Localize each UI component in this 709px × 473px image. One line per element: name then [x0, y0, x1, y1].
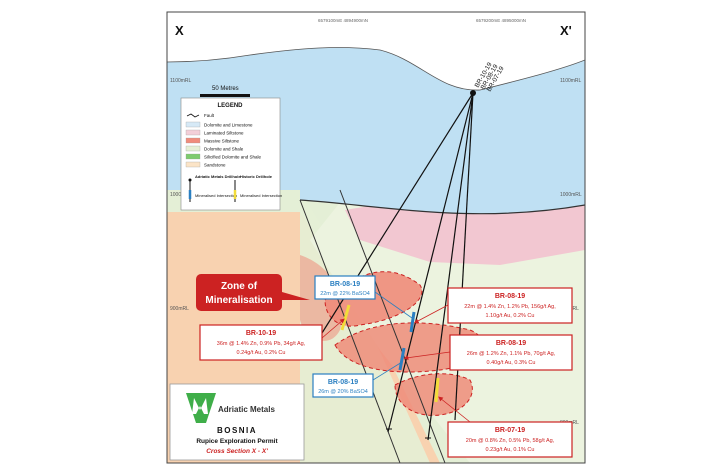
callout-red-line2: 0.23g/t Au, 0.1% Cu — [486, 447, 535, 453]
elevation-label-right: 1100mRL — [560, 78, 582, 84]
intersection-blue-2 — [398, 347, 406, 371]
intersection-blue-1 — [409, 311, 416, 333]
callout-red-hole: BR-08-19 — [496, 340, 526, 347]
legend-box — [180, 97, 281, 211]
callout-blue-hole: BR-08-19 — [330, 281, 360, 288]
legend-unit-label: Massive Siltstone — [204, 139, 240, 144]
callout-red-2: BR-10-19 36m @ 1.4% Zn, 0.9% Pb, 34g/t A… — [199, 318, 345, 361]
mineral-outline-1 — [324, 271, 423, 327]
legend-swatch — [185, 137, 201, 144]
fault-symbol — [186, 113, 200, 118]
callout-blue-box — [314, 275, 376, 300]
adriatic-drillhole-title: Adriatic Metals Drillhole — [195, 174, 241, 179]
fault-line-1 — [339, 189, 446, 463]
callout-red-line1: 20m @ 0.8% Zn, 0.5% Pb, 58g/t Ag, — [466, 438, 555, 444]
adriatic-collar-symbol — [188, 178, 192, 182]
map-frame — [166, 11, 586, 464]
callout-red-box — [449, 334, 573, 371]
drillhole-br-08-19 — [427, 92, 474, 441]
mineral-outline-3 — [394, 373, 473, 416]
sky-top — [167, 12, 585, 91]
legend-unit-label: Laminated Siltstone — [204, 131, 244, 136]
zone-label-line2: Mineralisation — [205, 295, 272, 306]
elevation-label-left: 900mRL — [170, 306, 189, 312]
callout-red-line2: 0.24g/t Au, 0.2% Cu — [237, 350, 286, 356]
title-block: Adriatic Metals BOSNIA Rupice Exploratio… — [169, 383, 305, 461]
intersection-yellow-1 — [340, 304, 351, 331]
mineral-outline-2 — [334, 322, 483, 373]
legend: LEGEND Fault Dolomite and LimestoneLamin… — [180, 97, 282, 211]
callout-red-3: BR-08-19 26m @ 1.2% Zn, 1.1% Pb, 70g/t A… — [403, 334, 573, 371]
callout-red-1: BR-08-19 22m @ 1.4% Zn, 1.2% Pb, 156g/t … — [413, 287, 573, 324]
legend-title: LEGEND — [217, 103, 243, 109]
zone-of-mineralisation-callout: Zone of Mineralisation — [196, 274, 310, 311]
callout-red-leader — [413, 304, 449, 324]
section-start-label: X — [175, 23, 184, 38]
legend-unit-label: Dolomite and Shale — [204, 147, 244, 152]
scale-label: 50 Metres — [212, 86, 239, 92]
title-block-box — [169, 383, 305, 461]
callout-red-line1: 22m @ 1.4% Zn, 1.2% Pb, 156g/t Ag, — [464, 304, 556, 310]
callout-red-leader — [438, 396, 471, 423]
callout-red-leader — [321, 318, 345, 339]
legend-swatch — [185, 153, 201, 160]
zone-label-line1: Zone of — [221, 281, 258, 292]
callout-red-box — [447, 287, 573, 324]
legend-swatch — [185, 145, 201, 152]
dolomite-contact-line — [299, 199, 585, 215]
legend-unit-label: Dolomite and Limestone — [204, 123, 253, 128]
drill-collar — [470, 90, 476, 96]
drillhole-br-10-19 — [387, 92, 474, 433]
callout-red-hole: BR-10-19 — [246, 330, 276, 337]
legend-swatch — [185, 161, 201, 168]
elevation-label-left: 1100mRL — [170, 78, 192, 84]
coordinate-label: 6579200mE 4895000mN — [476, 18, 526, 23]
section-title: Cross Section X - X' — [206, 448, 268, 455]
legend-fault-label: Fault — [204, 113, 215, 118]
callout-red-4: BR-07-19 20m @ 0.8% Zn, 0.5% Pb, 58g/t A… — [438, 396, 573, 458]
callout-blue-box — [312, 373, 374, 398]
section-end-label: X' — [560, 23, 572, 38]
callout-blue-text: 22m @ 22% BaSO4 — [320, 291, 370, 297]
permit-label: Rupice Exploration Permit — [196, 438, 278, 445]
elevation-label-right: 1000mRL — [560, 192, 582, 198]
fault-line-2 — [299, 199, 401, 463]
zone-label-box — [196, 274, 282, 311]
scale-bar — [200, 94, 250, 97]
callout-red-line1: 36m @ 1.4% Zn, 0.9% Pb, 34g/t Ag, — [217, 341, 306, 347]
callout-blue-1: BR-08-19 22m @ 22% BaSO4 — [314, 275, 413, 319]
callout-red-box — [199, 324, 323, 361]
callout-blue-2: BR-08-19 26m @ 20% BaSO4 — [312, 361, 403, 398]
adriatic-intersection-label: Mineralised Intersection — [195, 193, 237, 198]
historic-drillhole-title: Historic Drillhole — [240, 174, 273, 179]
legend-swatch — [185, 121, 201, 128]
zone-label-pointer — [282, 292, 310, 300]
map-area — [167, 12, 585, 463]
callout-blue-hole: BR-08-19 — [328, 379, 358, 386]
callout-red-hole: BR-08-19 — [495, 293, 525, 300]
callout-red-line2: 1.10g/t Au, 0.2% Cu — [486, 313, 535, 319]
callout-red-line1: 26m @ 1.2% Zn, 1.1% Pb, 70g/t Ag, — [467, 351, 556, 357]
callout-red-leader — [403, 351, 451, 361]
callout-blue-leader — [374, 291, 413, 319]
company-logo-mark — [192, 398, 208, 414]
callout-red-box — [447, 421, 573, 458]
legend-unit-label: Sandstone — [204, 163, 226, 168]
intersection-yellow-2 — [434, 377, 440, 403]
callout-blue-leader — [372, 361, 403, 381]
topography-line — [167, 47, 585, 91]
company-name: Adriatic Metals — [218, 405, 275, 414]
callout-red-line2: 0.40g/t Au, 0.3% Cu — [487, 360, 536, 366]
coordinate-label: 6579100mE 4894900mN — [318, 18, 368, 23]
country-label: BOSNIA — [217, 426, 257, 435]
callout-red-hole: BR-07-19 — [495, 427, 525, 434]
legend-swatch — [185, 129, 201, 136]
callout-blue-text: 26m @ 20% BaSO4 — [318, 389, 368, 395]
historic-intersection-label: Mineralised Intersection — [240, 193, 282, 198]
legend-unit-label: Silicified Dolomite and Shale — [204, 155, 262, 160]
